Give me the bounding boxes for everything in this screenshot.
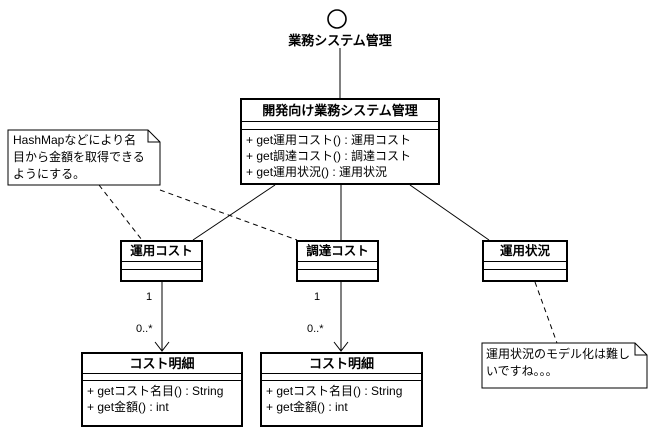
attributes-compartment bbox=[122, 262, 201, 270]
methods-compartment bbox=[484, 270, 566, 278]
method-line: + getコスト名目() : String bbox=[266, 384, 403, 398]
class-box-unyou-joukyou[interactable]: 運用状況 bbox=[482, 240, 568, 282]
multiplicity-label: 1 bbox=[314, 291, 321, 303]
class-title: コスト明細 bbox=[262, 354, 421, 374]
interface-lollipop-circle[interactable] bbox=[327, 9, 347, 29]
class-title: 運用状況 bbox=[484, 242, 566, 262]
attributes-compartment bbox=[83, 374, 241, 381]
arrowhead-middle bbox=[333, 341, 349, 352]
hashmap-note-shape[interactable] bbox=[7, 129, 161, 186]
class-title: 調達コスト bbox=[298, 242, 377, 262]
class-box-cost-detail-middle[interactable]: コスト明細 + getコスト名目() : String + get金額() : … bbox=[260, 352, 423, 427]
note-text-line: ようにする。 bbox=[13, 167, 86, 181]
attributes-compartment bbox=[262, 374, 421, 381]
interface-label: 業務システム管理 bbox=[288, 33, 392, 48]
methods-compartment: + getコスト名目() : String + get金額() : int bbox=[262, 381, 421, 415]
class-title: 開発向け業務システム管理 bbox=[242, 100, 438, 122]
methods-compartment: + getコスト名目() : String + get金額() : int bbox=[83, 381, 241, 415]
methods-compartment bbox=[298, 270, 377, 278]
hashmap-note-anchor-to-unyou-cost bbox=[98, 184, 143, 241]
hashmap-note-fold-icon bbox=[147, 130, 160, 143]
multiplicity-label: 1 bbox=[146, 291, 153, 303]
model-note-text: 運用状況のモデル化は難し いですね。。。 bbox=[486, 346, 630, 380]
class-box-main[interactable]: 開発向け業務システム管理 + get運用コスト() : 運用コスト + get調… bbox=[240, 98, 440, 185]
model-note-anchor-to-unyou-joukyou bbox=[534, 281, 558, 344]
method-line: + get金額() : int bbox=[87, 400, 169, 414]
class-box-cost-detail-left[interactable]: コスト明細 + getコスト名目() : String + get金額() : … bbox=[81, 352, 243, 427]
note-text-line: 目から金額を取得できる bbox=[13, 150, 145, 164]
class-box-choutatsu-cost[interactable]: 調達コスト bbox=[296, 240, 379, 282]
method-line: + get金額() : int bbox=[266, 400, 348, 414]
attributes-compartment bbox=[298, 262, 377, 270]
arrowhead-left bbox=[154, 341, 170, 352]
model-note-fold-icon bbox=[634, 343, 647, 356]
attributes-compartment bbox=[484, 262, 566, 270]
note-text-line: いですね。。。 bbox=[486, 364, 558, 378]
multiplicity-label: 0..* bbox=[307, 323, 324, 335]
methods-compartment bbox=[122, 270, 201, 278]
class-title: コスト明細 bbox=[83, 354, 241, 374]
methods-compartment: + get運用コスト() : 運用コスト + get調達コスト() : 調達コス… bbox=[242, 130, 438, 180]
main-to-unyou-joukyou-line bbox=[409, 184, 490, 241]
model-note-shape[interactable] bbox=[481, 342, 648, 389]
note-text-line: 運用状況のモデル化は難し bbox=[486, 347, 631, 361]
hashmap-note-text: HashMapなどにより名 目から金額を取得できる ようにする。 bbox=[13, 132, 145, 183]
hashmap-note-anchor-to-choutatsu-cost bbox=[159, 189, 298, 241]
class-box-unyou-cost[interactable]: 運用コスト bbox=[120, 240, 203, 282]
note-text-line: HashMapなどにより名 bbox=[13, 133, 137, 147]
main-to-unyou-cost-line bbox=[192, 184, 276, 241]
method-line: + get運用状況() : 運用状況 bbox=[246, 165, 388, 179]
method-line: + get調達コスト() : 調達コスト bbox=[246, 149, 412, 163]
method-line: + get運用コスト() : 運用コスト bbox=[246, 133, 412, 147]
method-line: + getコスト名目() : String bbox=[87, 384, 224, 398]
class-title: 運用コスト bbox=[122, 242, 201, 262]
multiplicity-label: 0..* bbox=[136, 323, 153, 335]
attributes-compartment bbox=[242, 122, 438, 130]
